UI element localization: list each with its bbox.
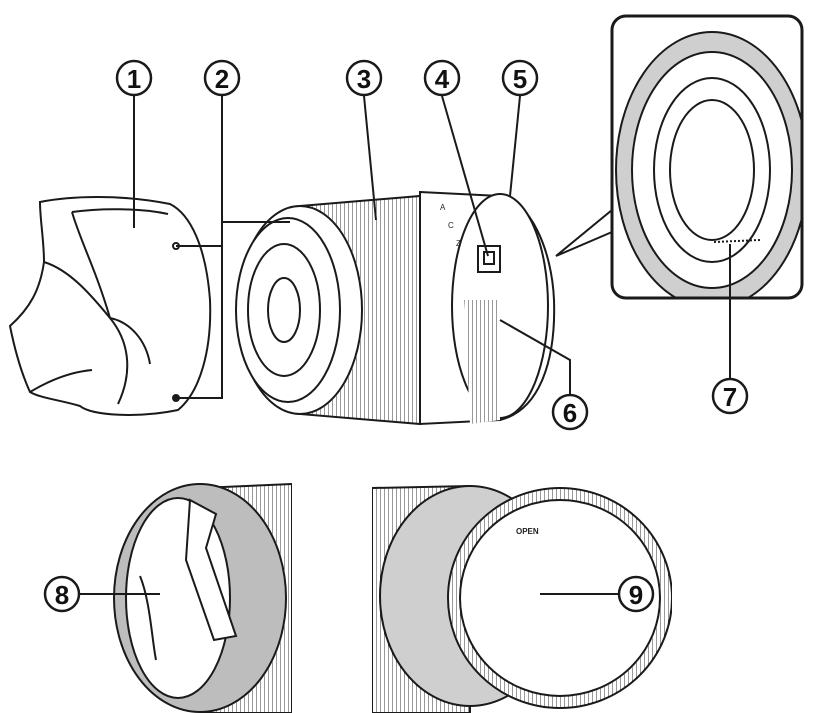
callout-6: 6: [551, 393, 589, 431]
callout-3: 3: [345, 59, 383, 97]
lens-hood: [8, 196, 212, 416]
leader-lines: [80, 95, 731, 595]
callout-5-label: 5: [513, 64, 527, 94]
callout-5: 5: [501, 59, 539, 97]
callout-3-label: 3: [357, 64, 371, 94]
callout-4-label: 4: [435, 64, 450, 94]
callout-4: 4: [423, 59, 461, 97]
aperture-mark-z: Z: [456, 239, 461, 248]
callout-1-label: 1: [127, 64, 141, 94]
aperture-mark-c: C: [448, 221, 454, 230]
callout-8-label: 8: [55, 580, 69, 610]
callout-1: 1: [115, 59, 153, 97]
callout-2-label: 2: [215, 64, 229, 94]
callout-2: 2: [203, 59, 241, 97]
aperture-mark-a: A: [440, 203, 446, 212]
lens-body: A C Z: [235, 190, 556, 426]
callout-9: 9: [617, 575, 655, 613]
rear-cap-illustration: OPEN: [372, 484, 672, 713]
callout-8: 8: [43, 575, 81, 613]
mount-inset: [555, 14, 804, 300]
rear-cap-open-mark: OPEN: [516, 527, 539, 536]
callout-7: 7: [711, 377, 749, 415]
callout-9-label: 9: [629, 580, 643, 610]
callout-6-label: 6: [563, 398, 577, 428]
front-cap-illustration: [113, 482, 292, 713]
callout-7-label: 7: [723, 382, 737, 412]
